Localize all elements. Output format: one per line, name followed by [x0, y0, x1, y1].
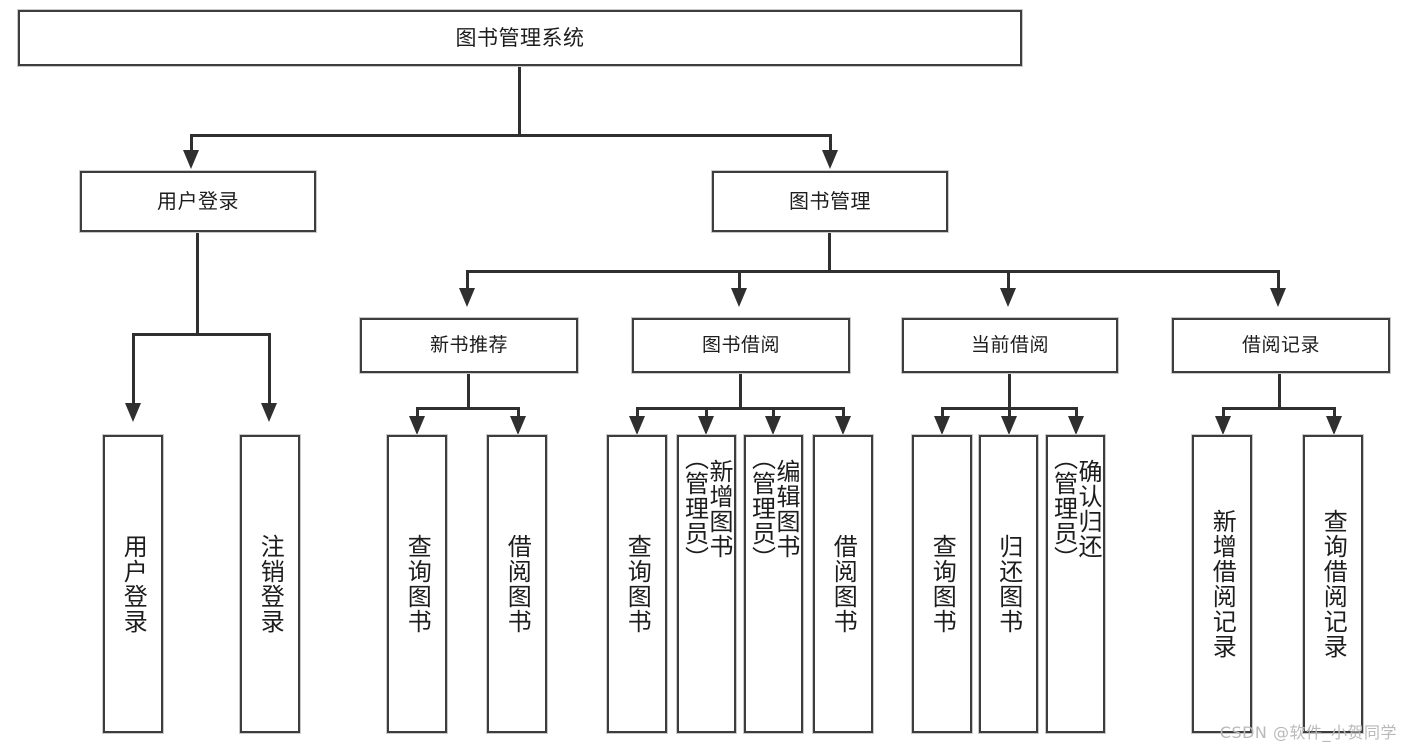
connector-to-borrow-record: [1277, 270, 1280, 294]
arrow-leaf-logout: [261, 403, 277, 422]
connector-level2-bar: [466, 270, 1280, 273]
node-label: 新增借阅记录: [1208, 509, 1237, 659]
leaf-bb-borrow-book[interactable]: 借阅图书: [813, 435, 873, 733]
connector-bb-c3: [772, 407, 775, 421]
leaf-bb-edit-book-admin[interactable]: 编辑图书 （管理员）: [744, 435, 803, 733]
connector-to-new-book: [466, 270, 469, 294]
node-label: 借阅图书: [503, 534, 532, 634]
leaf-br-add-record[interactable]: 新增借阅记录: [1192, 435, 1252, 733]
connector-current-borrow-stem: [1008, 373, 1011, 409]
arrow-leaf-bb-add: [698, 416, 714, 435]
node-label: 归还图书: [994, 534, 1023, 634]
connector-book-borrow-stem: [739, 373, 742, 409]
leaf-cb-confirm-return-admin[interactable]: 确认归还 （管理员）: [1046, 435, 1105, 733]
node-label: 图书管理系统: [455, 25, 585, 50]
node-label: 当前借阅: [970, 334, 1049, 357]
leaf-nb-borrow-book[interactable]: 借阅图书: [487, 435, 547, 733]
node-book-borrow[interactable]: 图书借阅: [632, 318, 850, 373]
node-user-login[interactable]: 用户登录: [80, 171, 316, 232]
node-label: 用户登录: [119, 534, 148, 634]
node-borrow-record[interactable]: 借阅记录: [1172, 318, 1390, 373]
arrow-leaf-nb-query: [409, 416, 425, 435]
connector-book-borrow-bar: [636, 407, 845, 410]
node-root-system[interactable]: 图书管理系统: [18, 10, 1022, 66]
connector-to-current-borrow: [1007, 270, 1010, 294]
leaf-bb-query-book[interactable]: 查询图书: [607, 435, 667, 733]
leaf-cb-query-book[interactable]: 查询图书: [912, 435, 972, 733]
connector-br-c1: [1222, 407, 1225, 421]
leaf-cb-return-book[interactable]: 归还图书: [979, 435, 1038, 733]
connector-cb-c2: [1008, 407, 1011, 421]
arrow-to-new-book: [459, 288, 475, 307]
node-label: 新增图书 （管理员）: [680, 446, 733, 571]
connector-user-login-bar: [132, 333, 270, 336]
arrow-to-book-mgmt: [822, 150, 838, 169]
node-book-management[interactable]: 图书管理: [712, 171, 948, 232]
arrow-to-user-login: [183, 150, 199, 169]
connector-cb-c3: [1075, 407, 1078, 421]
node-label: 借阅图书: [829, 534, 858, 634]
node-label: 编辑图书 （管理员）: [747, 446, 800, 571]
connector-root-to-book-mgmt: [829, 134, 832, 156]
node-label: 图书管理: [789, 188, 871, 213]
node-label: 查询图书: [928, 534, 957, 634]
connector-new-book-c1: [416, 407, 419, 421]
node-label: 注销登录: [256, 534, 285, 634]
arrow-to-current-borrow: [1000, 288, 1016, 307]
connector-borrow-record-stem: [1278, 373, 1281, 409]
connector-new-book-bar: [416, 407, 520, 410]
arrow-leaf-bb-borrow: [835, 416, 851, 435]
arrow-leaf-cb-return: [1001, 416, 1017, 435]
connector-borrow-record-bar: [1222, 407, 1336, 410]
connector-user-login-stem: [196, 232, 199, 336]
arrow-leaf-bb-query: [629, 416, 645, 435]
connector-root-bar: [190, 134, 832, 137]
arrow-leaf-cb-confirm: [1068, 416, 1084, 435]
connector-user-login-left: [132, 333, 135, 409]
connector-bb-c2: [705, 407, 708, 421]
connector-book-mgmt-stem: [828, 232, 831, 272]
arrow-leaf-bb-edit: [765, 416, 781, 435]
connector-to-book-borrow: [738, 270, 741, 294]
connector-bb-c1: [636, 407, 639, 421]
connector-cb-c1: [941, 407, 944, 421]
connector-br-c2: [1333, 407, 1336, 421]
node-label: 查询借阅记录: [1319, 509, 1348, 659]
node-label: 借阅记录: [1241, 334, 1320, 357]
node-label: 图书借阅: [701, 334, 780, 357]
leaf-logout[interactable]: 注销登录: [240, 435, 300, 733]
leaf-bb-add-book-admin[interactable]: 新增图书 （管理员）: [677, 435, 736, 733]
connector-bb-c4: [842, 407, 845, 421]
node-label: 查询图书: [403, 534, 432, 634]
connector-new-book-stem: [467, 373, 470, 409]
node-new-book-recommend[interactable]: 新书推荐: [360, 318, 578, 373]
connector-user-login-right: [268, 333, 271, 409]
arrow-to-borrow-record: [1270, 288, 1286, 307]
arrow-leaf-br-query: [1326, 416, 1342, 435]
leaf-user-login[interactable]: 用户登录: [103, 435, 163, 733]
connector-root-stem: [518, 66, 521, 136]
arrow-leaf-br-add: [1215, 416, 1231, 435]
node-label: 用户登录: [157, 188, 239, 213]
arrow-leaf-nb-borrow: [510, 416, 526, 435]
arrow-to-book-borrow: [731, 288, 747, 307]
connector-root-to-user-login: [190, 134, 193, 156]
leaf-nb-query-book[interactable]: 查询图书: [387, 435, 447, 733]
node-label: 确认归还 （管理员）: [1049, 446, 1102, 571]
arrow-leaf-user-login: [125, 403, 141, 422]
node-label: 查询图书: [623, 534, 652, 634]
connector-new-book-c2: [517, 407, 520, 421]
node-current-borrow[interactable]: 当前借阅: [902, 318, 1118, 373]
arrow-leaf-cb-query: [934, 416, 950, 435]
node-label: 新书推荐: [429, 334, 508, 357]
leaf-br-query-record[interactable]: 查询借阅记录: [1303, 435, 1363, 733]
